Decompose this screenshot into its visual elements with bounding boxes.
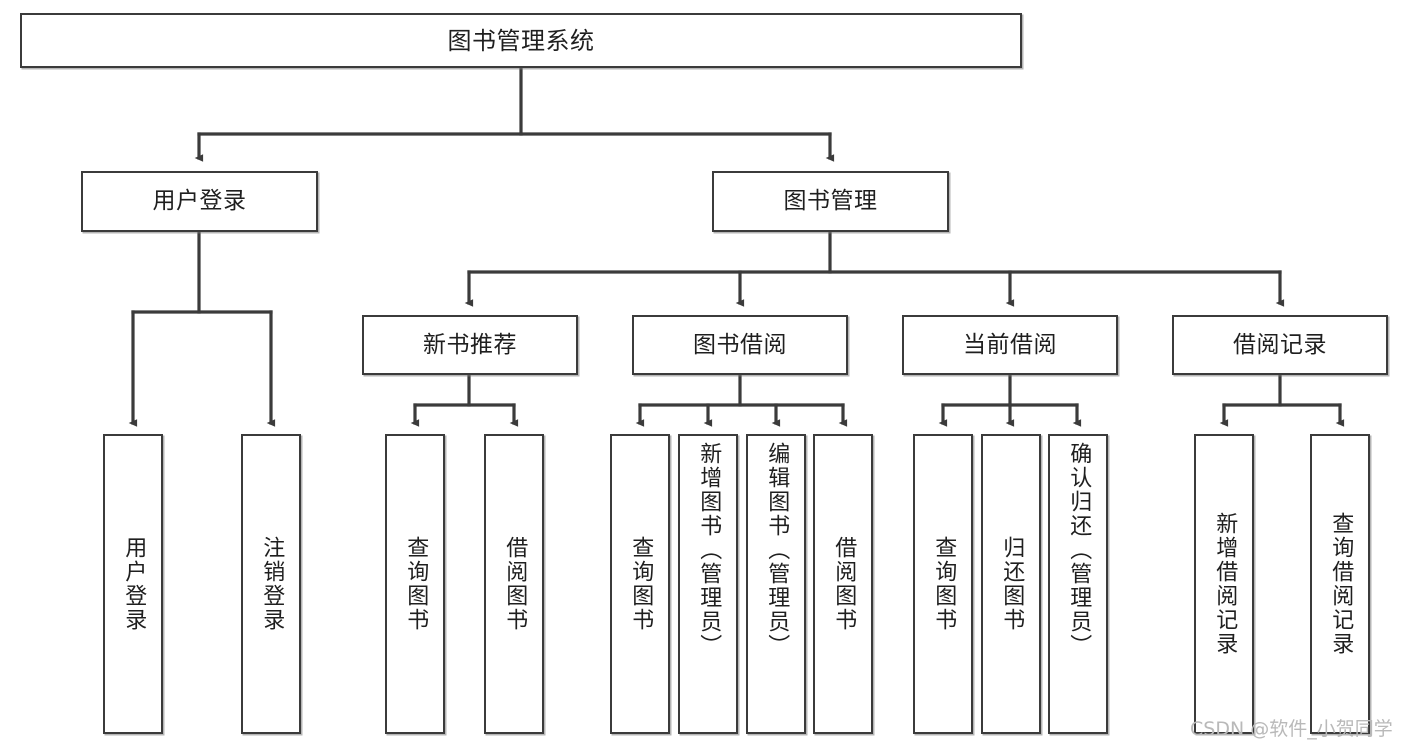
leaf-current-return-book[interactable]: 归还图书 xyxy=(981,434,1041,734)
csdn-watermark: CSDN @软件_小贺同学 xyxy=(1190,718,1393,740)
node-label: 归还图书 xyxy=(999,536,1025,632)
node-label: 新增借阅记录 xyxy=(1212,512,1238,656)
node-label: 新书推荐 xyxy=(423,331,517,358)
leaf-current-confirm-return-admin[interactable]: 确认归还（管理员） xyxy=(1048,434,1108,734)
leaf-user-login-login[interactable]: 用户登录 xyxy=(103,434,163,734)
node-current-borrow[interactable]: 当前借阅 xyxy=(902,315,1118,375)
node-label: 新增图书（管理员） xyxy=(696,442,722,658)
leaf-borrow-borrow-book[interactable]: 借阅图书 xyxy=(813,434,873,734)
node-label: 当前借阅 xyxy=(963,331,1057,358)
node-label: 查询借阅记录 xyxy=(1328,512,1354,656)
leaf-current-query-book[interactable]: 查询图书 xyxy=(913,434,973,734)
leaf-new-book-query-book[interactable]: 查询图书 xyxy=(385,434,445,734)
node-label: 查询图书 xyxy=(628,536,654,632)
node-label: 用户登录 xyxy=(152,188,247,215)
node-label: 图书管理系统 xyxy=(447,26,595,55)
node-book-management[interactable]: 图书管理 xyxy=(712,171,949,232)
node-label: 图书管理 xyxy=(783,188,878,215)
leaf-user-login-logout[interactable]: 注销登录 xyxy=(241,434,301,734)
node-root-system[interactable]: 图书管理系统 xyxy=(20,13,1022,68)
leaf-borrow-query-book[interactable]: 查询图书 xyxy=(610,434,670,734)
node-label: 图书借阅 xyxy=(693,331,787,358)
leaf-new-book-borrow-book[interactable]: 借阅图书 xyxy=(484,434,544,734)
node-label: 注销登录 xyxy=(259,536,285,632)
node-label: 确认归还（管理员） xyxy=(1066,442,1092,658)
node-label: 借阅图书 xyxy=(502,536,528,632)
node-label: 借阅记录 xyxy=(1233,331,1327,358)
node-label: 借阅图书 xyxy=(831,536,857,632)
leaf-record-query-record[interactable]: 查询借阅记录 xyxy=(1310,434,1370,734)
node-label: 查询图书 xyxy=(931,536,957,632)
node-borrow-record[interactable]: 借阅记录 xyxy=(1172,315,1388,375)
node-label: 用户登录 xyxy=(121,536,147,632)
node-label: 编辑图书（管理员） xyxy=(764,442,790,658)
node-user-login[interactable]: 用户登录 xyxy=(81,171,318,232)
leaf-borrow-edit-book-admin[interactable]: 编辑图书（管理员） xyxy=(746,434,806,734)
node-new-book-recommend[interactable]: 新书推荐 xyxy=(362,315,578,375)
leaf-borrow-add-book-admin[interactable]: 新增图书（管理员） xyxy=(678,434,738,734)
node-book-borrow[interactable]: 图书借阅 xyxy=(632,315,848,375)
leaf-record-add-record[interactable]: 新增借阅记录 xyxy=(1194,434,1254,734)
node-label: 查询图书 xyxy=(403,536,429,632)
